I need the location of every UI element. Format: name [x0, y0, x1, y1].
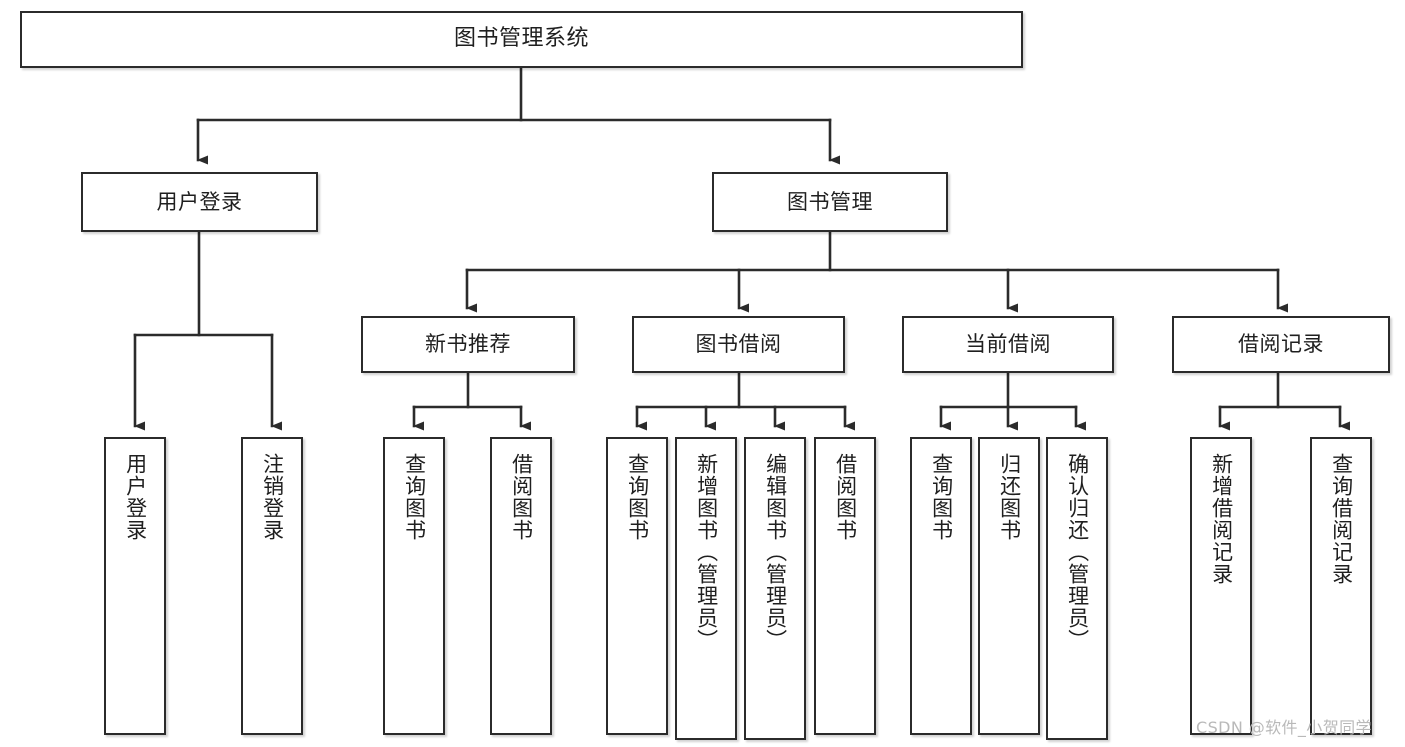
node-label: 归还图书: [997, 453, 1022, 541]
node-label: 新增图书（管理员）: [694, 453, 719, 651]
node-label: 借阅记录: [1238, 332, 1324, 357]
node-label: 借阅图书: [509, 453, 534, 541]
node-leaf-book-borrow-add-book-admin[interactable]: 新增图书（管理员）: [675, 437, 737, 740]
node-root-book-management-system[interactable]: 图书管理系统: [20, 11, 1023, 68]
node-label: 用户登录: [156, 189, 243, 214]
node-leaf-book-borrow-query-books[interactable]: 查询图书: [606, 437, 668, 735]
node-label: 确认归还（管理员）: [1065, 453, 1090, 651]
node-book-management[interactable]: 图书管理: [712, 172, 948, 232]
node-leaf-book-borrow-edit-book-admin[interactable]: 编辑图书（管理员）: [744, 437, 806, 740]
node-leaf-user-login-logout[interactable]: 注销登录: [241, 437, 303, 735]
node-label: 编辑图书（管理员）: [763, 453, 788, 651]
node-borrowing-records[interactable]: 借阅记录: [1172, 316, 1390, 373]
node-leaf-current-borrow-query-books[interactable]: 查询图书: [910, 437, 972, 735]
node-leaf-user-login-login[interactable]: 用户登录: [104, 437, 166, 735]
node-label: 图书管理: [787, 189, 873, 214]
node-label: 新增借阅记录: [1209, 453, 1234, 585]
node-label: 图书管理系统: [453, 26, 589, 52]
node-label: 新书推荐: [425, 332, 511, 357]
node-label: 查询图书: [929, 453, 954, 541]
node-leaf-current-borrow-confirm-return-admin[interactable]: 确认归还（管理员）: [1046, 437, 1108, 740]
node-label: 用户登录: [123, 453, 148, 541]
csdn-watermark: CSDN @软件_小贺同学: [1196, 718, 1372, 737]
node-leaf-new-book-query-books[interactable]: 查询图书: [383, 437, 445, 735]
node-current-borrowing[interactable]: 当前借阅: [902, 316, 1114, 373]
node-leaf-book-borrow-borrow-books[interactable]: 借阅图书: [814, 437, 876, 735]
node-leaf-borrow-record-query-record[interactable]: 查询借阅记录: [1310, 437, 1372, 735]
node-label: 图书借阅: [695, 332, 782, 357]
node-label: 当前借阅: [965, 332, 1051, 357]
node-leaf-current-borrow-return-books[interactable]: 归还图书: [978, 437, 1040, 735]
node-label: 查询借阅记录: [1329, 453, 1354, 585]
node-user-login[interactable]: 用户登录: [81, 172, 318, 232]
node-label: 查询图书: [625, 453, 650, 541]
node-label: 注销登录: [260, 453, 285, 541]
node-new-book-recommendation[interactable]: 新书推荐: [361, 316, 575, 373]
node-leaf-new-book-borrow-books[interactable]: 借阅图书: [490, 437, 552, 735]
node-book-borrowing[interactable]: 图书借阅: [632, 316, 845, 373]
node-leaf-borrow-record-add-record[interactable]: 新增借阅记录: [1190, 437, 1252, 735]
node-label: 借阅图书: [833, 453, 858, 541]
node-label: 查询图书: [402, 453, 427, 541]
